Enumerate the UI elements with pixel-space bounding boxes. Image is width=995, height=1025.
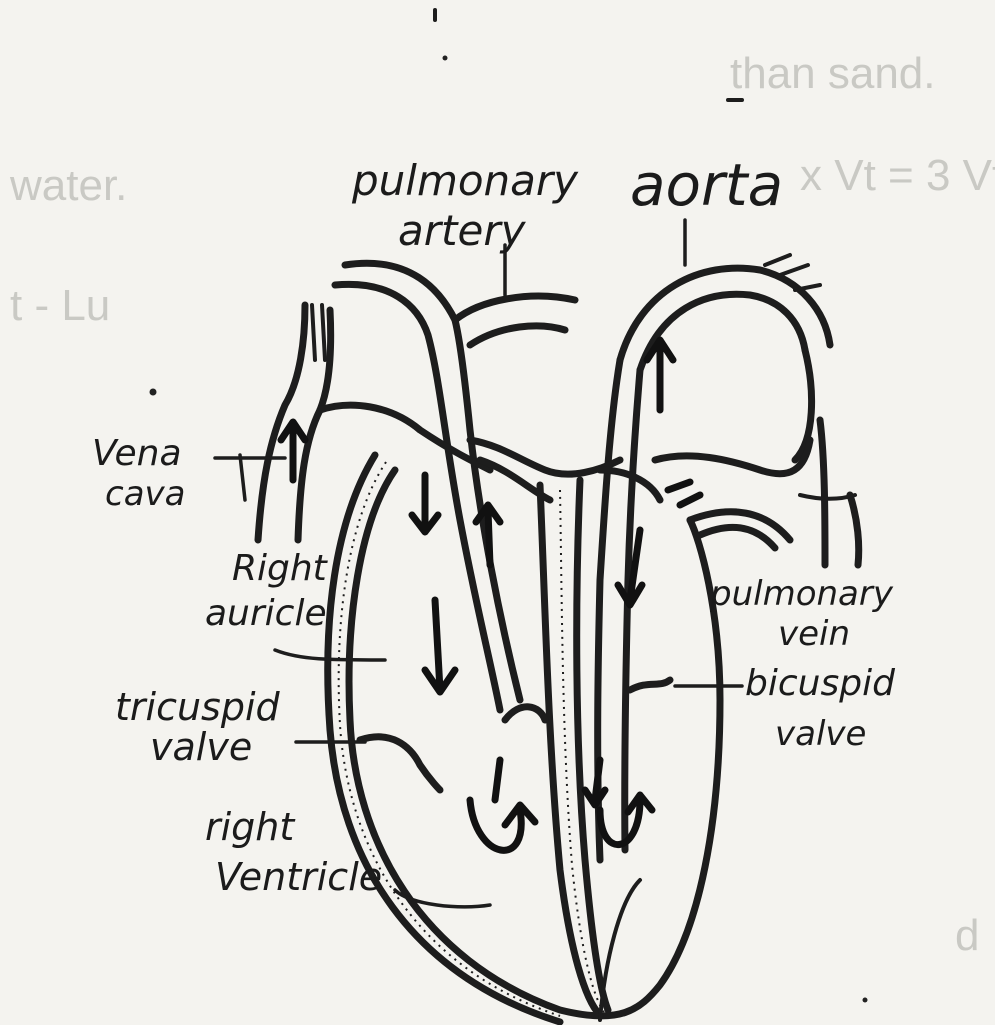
tricuspid-valve-shape	[360, 737, 440, 790]
atrial-tissue	[470, 440, 810, 500]
label-pulmonary-artery-line2: artery	[398, 206, 527, 255]
label-bicuspid-valve-line1: bicuspid	[745, 663, 896, 704]
semilunar-valve-shape	[505, 707, 545, 720]
label-tricuspid-valve-line2: valve	[150, 725, 252, 769]
bleed-text-4: t - Lu	[10, 281, 110, 330]
bleed-text-2: water.	[9, 161, 127, 210]
label-vena-cava-line2: cava	[105, 474, 185, 514]
label-bicuspid-valve-line2: valve	[775, 714, 866, 754]
bicuspid-valve-shape	[630, 680, 670, 690]
label-tricuspid-valve-line1: tricuspid	[115, 685, 281, 729]
bleed-text-1: than sand.	[730, 49, 936, 98]
label-right-ventricle-line2: Ventricle	[215, 855, 382, 899]
bleed-text-5: d	[955, 911, 979, 960]
label-aorta: aorta	[630, 151, 783, 219]
label-pulmonary-vein-line2: vein	[778, 614, 850, 654]
label-right-auricle-line2: auricle	[205, 593, 327, 634]
label-right-ventricle-line1: right	[205, 805, 296, 849]
ink-speck	[443, 56, 448, 61]
ink-speck	[150, 389, 157, 396]
label-vena-cava-line1: Vena	[92, 433, 182, 474]
label-pulmonary-vein-line1: pulmonary	[709, 574, 894, 614]
label-right-auricle-line1: Right	[232, 548, 329, 589]
ink-speck	[863, 998, 868, 1003]
label-pulmonary-artery-line1: pulmonary	[351, 156, 579, 205]
bleed-text-3: x Vt = 3 Vt	[800, 151, 995, 200]
